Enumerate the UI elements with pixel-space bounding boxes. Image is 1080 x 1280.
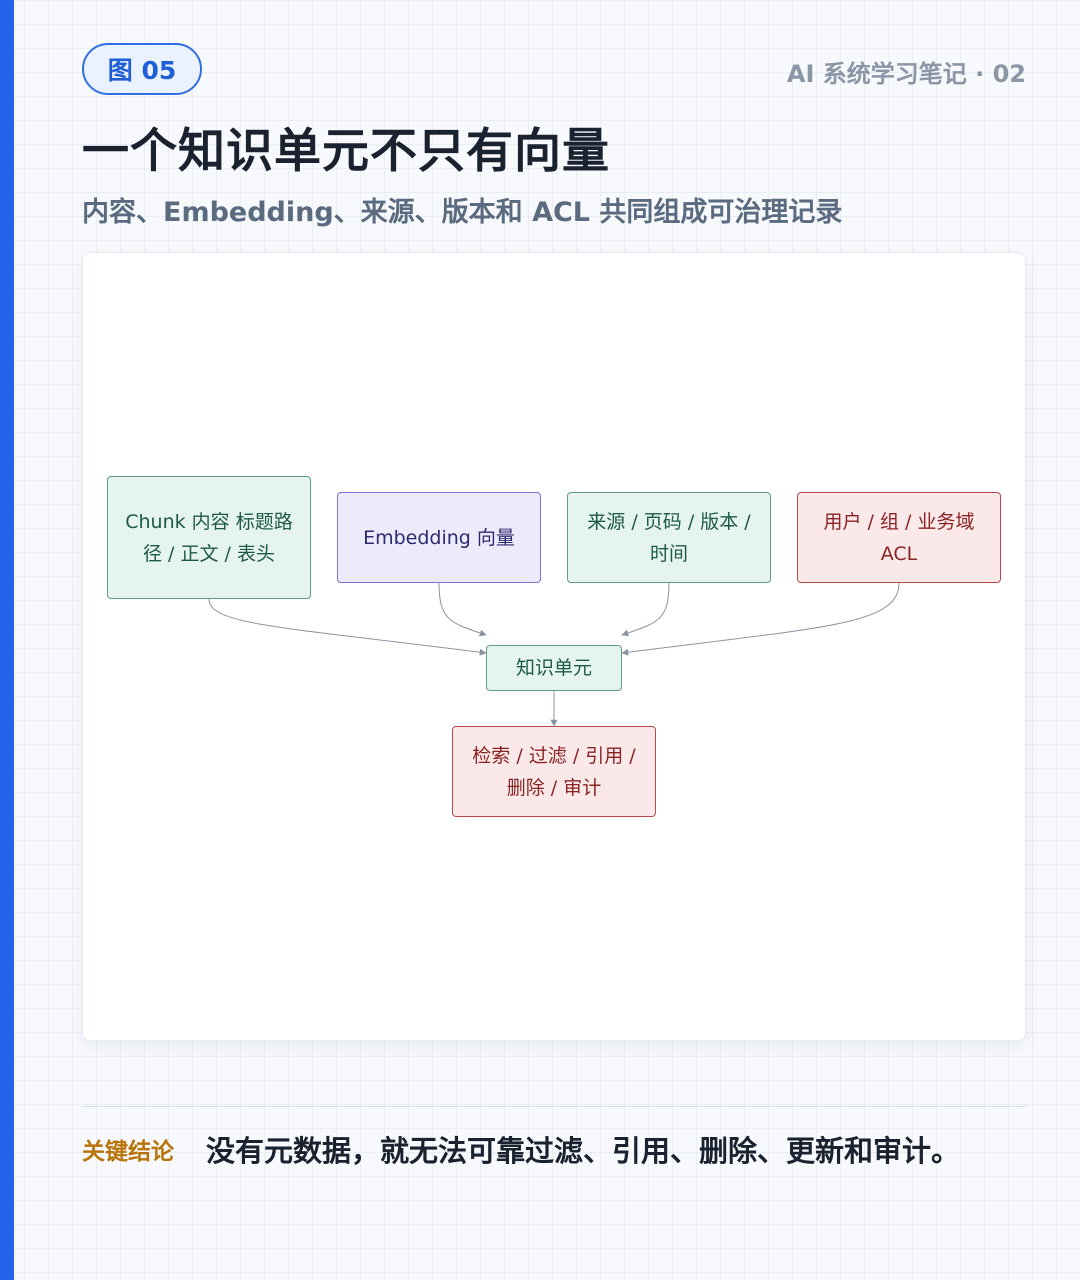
edge-source-unit — [621, 582, 670, 637]
node-operations: 检索 / 过滤 / 引用 / 删除 / 审计 — [452, 726, 656, 817]
section-divider — [82, 1106, 1026, 1107]
series-label: AI 系统学习笔记 · 02 — [786, 60, 1026, 88]
page-title: 一个知识单元不只有向量 — [82, 124, 610, 179]
edge-acl-unit — [621, 582, 900, 656]
accent-bar — [0, 0, 14, 1280]
node-chunk-content: Chunk 内容 标题路径 / 正文 / 表头 — [107, 476, 311, 599]
edge-embedding-unit — [438, 582, 487, 637]
page-subtitle: 内容、Embedding、来源、版本和 ACL 共同组成可治理记录 — [82, 197, 843, 228]
edge-chunk-unit — [208, 598, 487, 656]
conclusion-text: 没有元数据，就无法可靠过滤、引用、删除、更新和审计。 — [206, 1134, 961, 1168]
diagram-card: Chunk 内容 标题路径 / 正文 / 表头 Embedding 向量 来源 … — [82, 252, 1026, 1041]
node-embedding-vector: Embedding 向量 — [337, 492, 541, 583]
diagram-edges — [208, 582, 900, 727]
node-knowledge-unit: 知识单元 — [486, 645, 622, 691]
figure-badge: 图 05 — [82, 43, 202, 95]
node-source-version: 来源 / 页码 / 版本 / 时间 — [567, 492, 771, 583]
node-acl: 用户 / 组 / 业务域 ACL — [797, 492, 1001, 583]
conclusion-label: 关键结论 — [82, 1139, 174, 1165]
